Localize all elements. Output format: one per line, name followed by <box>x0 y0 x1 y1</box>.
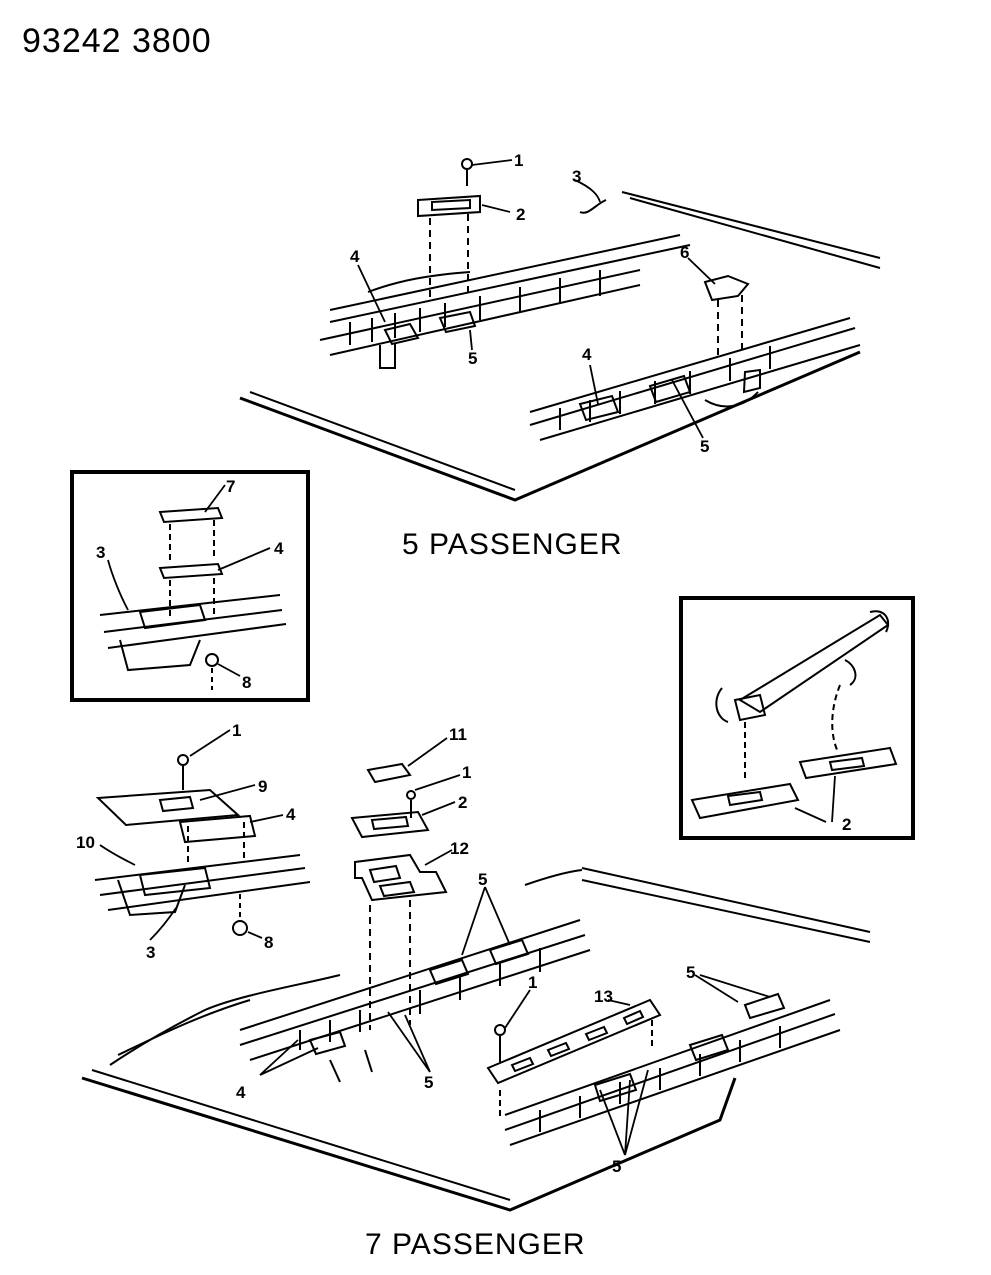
callout-inset-7: 7 <box>226 477 235 496</box>
callout-seven-2: 2 <box>458 793 467 812</box>
callout-five-4a: 4 <box>350 247 360 266</box>
callout-seven-9: 9 <box>258 777 267 796</box>
callout-labels: 1 2 3 4 5 6 4 5 7 4 3 8 2 1 9 4 10 3 8 1… <box>76 151 851 1176</box>
bracket-assembly-7-passenger <box>94 754 311 936</box>
callout-five-6: 6 <box>680 243 689 262</box>
callout-seven-12: 12 <box>450 839 469 858</box>
callout-seven-10: 10 <box>76 833 95 852</box>
callout-five-5a: 5 <box>468 349 477 368</box>
callout-inset-4: 4 <box>274 539 284 558</box>
callout-seven-1b: 1 <box>462 763 471 782</box>
callout-seven-11: 11 <box>449 725 467 744</box>
callout-five-4b: 4 <box>582 345 592 364</box>
callout-seven-3: 3 <box>146 943 155 962</box>
callout-tool-2: 2 <box>842 815 851 834</box>
callout-five-1: 1 <box>514 151 523 170</box>
inset-left <box>70 470 310 702</box>
callout-five-5b: 5 <box>700 437 709 456</box>
callout-seven-5b: 5 <box>686 963 695 982</box>
diagram-code: 93242 3800 <box>22 22 212 60</box>
callout-seven-4a: 4 <box>286 805 296 824</box>
caption-5-passenger: 5 PASSENGER <box>402 528 623 561</box>
callout-seven-13: 13 <box>594 987 613 1006</box>
callout-inset-3: 3 <box>96 543 105 562</box>
floor-pan-7-passenger <box>81 762 871 1212</box>
callout-five-3: 3 <box>572 167 581 186</box>
callout-seven-4b: 4 <box>236 1083 246 1102</box>
leader-lines <box>99 159 836 1156</box>
floor-pan-5-passenger <box>239 158 881 502</box>
callout-seven-1a: 1 <box>232 721 241 740</box>
callout-seven-5d: 5 <box>612 1157 621 1176</box>
callout-seven-1c: 1 <box>528 973 537 992</box>
inset-right <box>679 596 915 840</box>
caption-7-passenger: 7 PASSENGER <box>365 1228 586 1261</box>
callout-seven-5a: 5 <box>478 870 487 889</box>
callout-five-2: 2 <box>516 205 525 224</box>
callout-seven-5c: 5 <box>424 1073 433 1092</box>
callout-inset-8: 8 <box>242 673 251 692</box>
callout-seven-8: 8 <box>264 933 273 952</box>
